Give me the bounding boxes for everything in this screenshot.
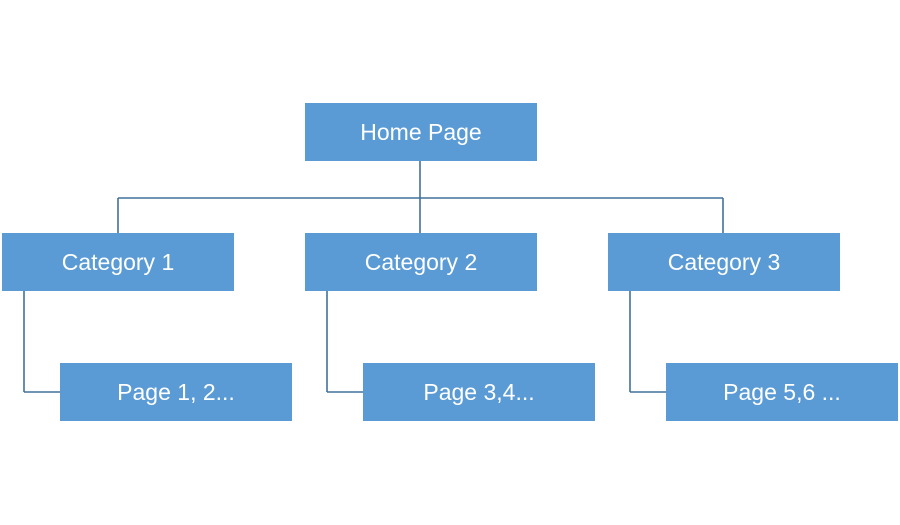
home-page-label: Home Page bbox=[360, 118, 482, 145]
category-1-label: Category 1 bbox=[61, 248, 175, 275]
category-3-node: Category 3 bbox=[608, 233, 840, 291]
pages-5-6-node: Page 5,6 ... bbox=[666, 363, 898, 421]
pages-3-4-node: Page 3,4... bbox=[363, 363, 595, 421]
category-3-label: Category 3 bbox=[667, 248, 781, 275]
category-1-node: Category 1 bbox=[2, 233, 234, 291]
pages-3-4-label: Page 3,4... bbox=[423, 378, 535, 405]
pages-1-2-label: Page 1, 2... bbox=[117, 378, 235, 405]
pages-5-6-label: Page 5,6 ... bbox=[723, 378, 841, 405]
category-2-label: Category 2 bbox=[364, 248, 478, 275]
category-2-node: Category 2 bbox=[305, 233, 537, 291]
home-page-node: Home Page bbox=[305, 103, 537, 161]
pages-1-2-node: Page 1, 2... bbox=[60, 363, 292, 421]
